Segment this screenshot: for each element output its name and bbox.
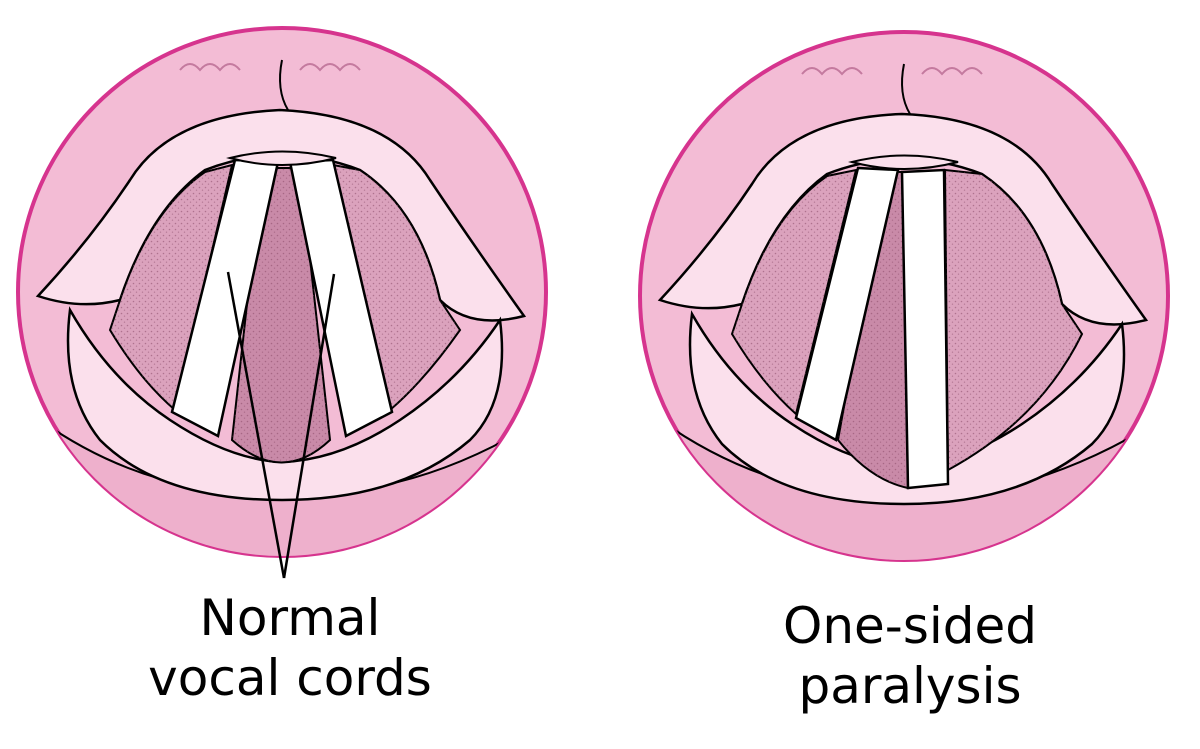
right-lower-ring (688, 310, 1126, 506)
right-tongue-texture (801, 67, 983, 76)
right-side-texture-left (732, 170, 856, 414)
normal-vocal-cords-illustration (16, 26, 548, 579)
left-side-texture-left (110, 165, 232, 410)
right-midline (901, 63, 911, 115)
caption-line: paralysis (798, 657, 1022, 715)
left-pointer-line-a (226, 271, 286, 579)
left-pointer-line-b (282, 273, 336, 579)
left-midline (279, 59, 289, 111)
left-tongue-texture (179, 63, 361, 72)
right-vocal-cord-paralyzed (900, 168, 950, 490)
caption-line: Normal (199, 589, 381, 647)
normal-vocal-cords-caption: Normal vocal cords (60, 588, 520, 708)
right-vocal-cord-moving (794, 166, 900, 442)
caption-line: One-sided (782, 597, 1038, 655)
one-sided-paralysis-caption: One-sided paralysis (660, 596, 1160, 716)
right-side-texture-right (945, 170, 1082, 470)
right-anterior-commissure (848, 154, 959, 170)
left-anterior-commissure (226, 150, 337, 166)
left-side-texture-right (333, 165, 460, 410)
right-airway-texture (838, 172, 908, 488)
one-sided-paralysis-illustration (638, 30, 1170, 562)
caption-line: vocal cords (148, 649, 432, 707)
left-lower-ring (66, 306, 504, 502)
